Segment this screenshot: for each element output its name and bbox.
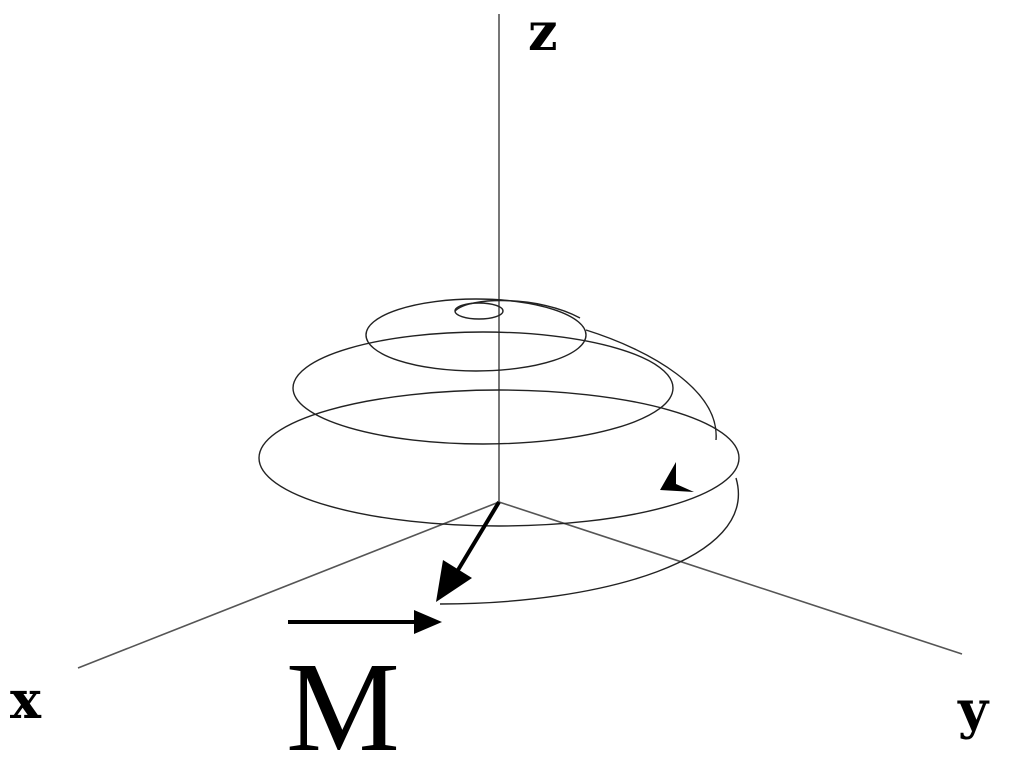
spiral-turn-3 xyxy=(292,331,674,445)
magnetization-vector-shaft xyxy=(450,500,501,582)
z-axis-label: z xyxy=(528,2,558,63)
spiral-turn-4 xyxy=(258,389,740,527)
vector-overarrow-head-icon xyxy=(414,610,442,634)
spiral-top-link xyxy=(454,299,581,319)
spiral-link xyxy=(585,329,717,441)
vector-label-m: M xyxy=(286,636,400,770)
x-axis-label: x xyxy=(10,670,42,731)
spiral-turn-1 xyxy=(454,302,504,320)
y-axis-label: y xyxy=(957,680,990,741)
spiral-tail xyxy=(439,477,739,605)
y-axis xyxy=(498,501,963,655)
spiral-direction-arrow-icon xyxy=(660,462,694,492)
magnetization-vector-arrowhead-icon xyxy=(436,560,472,602)
vector-label-group: M xyxy=(286,610,442,770)
x-axis xyxy=(77,501,500,669)
precession-spiral xyxy=(258,298,740,605)
spiral-turn-2 xyxy=(365,298,587,372)
